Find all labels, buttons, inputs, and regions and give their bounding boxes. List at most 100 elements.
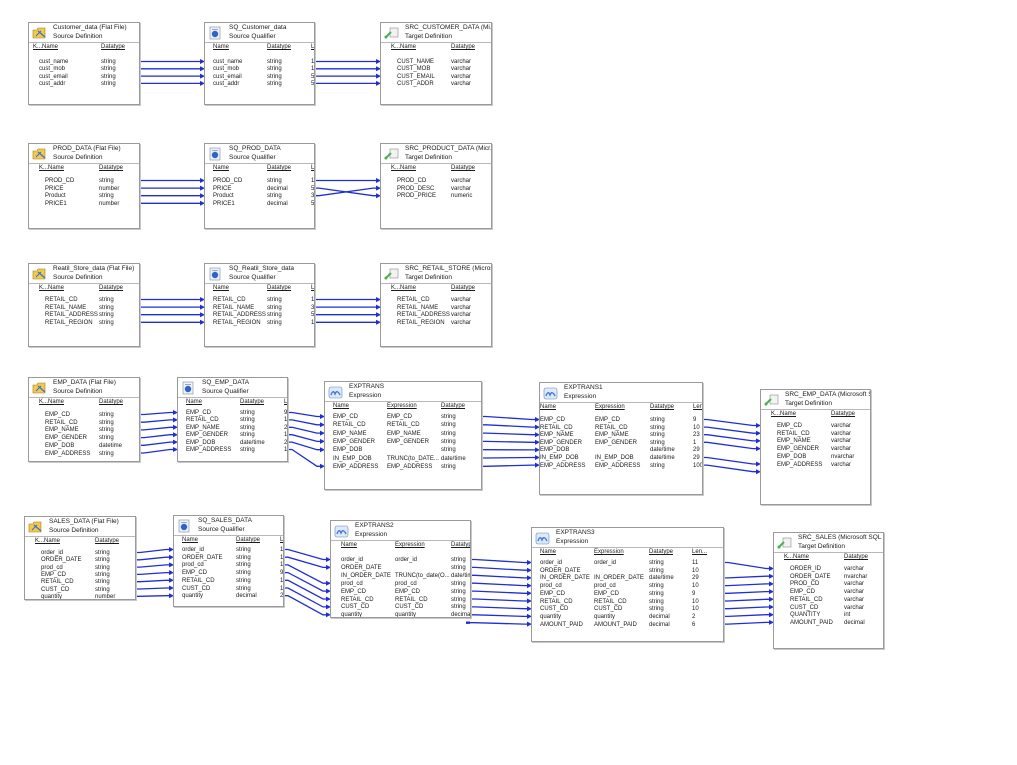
column-header[interactable]: Datatype [451,165,476,171]
port-link[interactable] [280,571,327,592]
column-header[interactable]: K...Name [391,285,417,291]
column-header[interactable]: Name [186,399,203,405]
port-link[interactable] [478,440,536,443]
port-link[interactable] [284,426,321,434]
port-link[interactable] [467,614,528,618]
column-header[interactable]: Expression [595,404,625,410]
port-link[interactable] [720,614,770,618]
column-header[interactable]: Expression [395,542,425,548]
port-link[interactable] [280,564,327,584]
column-header[interactable]: Datatype [101,44,126,50]
box-header[interactable]: SRC_PRODUCT_DATA (Micr...Target Definiti… [381,144,491,164]
column-header[interactable]: K...Name [784,554,810,560]
column-header[interactable]: Datatype [99,165,124,171]
target-definition-box[interactable]: SRC_PRODUCT_DATA (Micr...Target Definiti… [380,143,492,229]
box-header[interactable]: EMP_DATA (Flat File)Source Definition [29,378,139,398]
column-header[interactable]: Datatype [267,285,292,291]
column-header[interactable]: Datatype [99,399,124,405]
port-link[interactable] [699,434,757,442]
port-link[interactable] [699,426,757,434]
box-header[interactable]: SRC_SALES (Microsoft SQL ...Target Defin… [774,533,883,553]
column-header[interactable]: K...Name [391,165,417,171]
column-header[interactable]: Len... [692,549,708,555]
column-header[interactable]: Name [341,542,358,548]
port-link[interactable] [136,411,174,416]
box-header[interactable]: SRC_EMP_DATA (Microsoft S...Target Defin… [761,390,870,410]
column-header[interactable]: Datatype [99,285,124,291]
port-link[interactable] [478,456,536,459]
port-link[interactable] [720,621,770,625]
port-link[interactable] [132,579,170,583]
column-header[interactable]: Expression [594,549,624,555]
port-link[interactable] [284,441,321,451]
port-link[interactable] [467,582,528,587]
column-header[interactable]: K...Name [39,399,65,405]
port-link[interactable] [699,441,757,450]
port-link[interactable] [699,418,757,427]
box-header[interactable]: Reatil_Store_data (Flat File)Source Defi… [29,264,139,284]
column-header[interactable]: Name [540,404,557,410]
column-header[interactable]: Datatype [451,285,476,291]
column-header[interactable]: Name [213,285,230,291]
port-link[interactable] [720,590,770,594]
port-link[interactable] [720,575,770,579]
source-definition-box[interactable]: Customer_data (Flat File)Source Definiti… [28,22,140,105]
column-header[interactable]: Datatype [451,542,470,548]
port-link[interactable] [132,587,170,590]
port-link[interactable] [284,434,321,443]
port-link[interactable] [136,419,174,423]
port-link[interactable] [311,187,377,197]
port-link[interactable] [478,464,536,467]
port-link[interactable] [280,579,327,600]
port-link[interactable] [132,571,170,576]
port-link[interactable] [280,595,327,616]
port-link[interactable] [720,606,770,610]
port-link[interactable] [136,434,174,439]
port-link[interactable] [284,411,321,418]
port-link[interactable] [280,556,327,569]
column-header[interactable]: Name [213,44,230,50]
port-link[interactable] [467,566,528,571]
column-header[interactable]: L [311,285,315,291]
port-link[interactable] [136,448,174,454]
port-link[interactable] [280,587,327,608]
box-header[interactable]: SRC_RETAIL_STORE (Micros...Target Defini… [381,264,491,284]
column-header[interactable]: Datatype [236,537,261,543]
column-header[interactable]: Datatype [650,404,675,410]
port-link[interactable] [311,187,377,197]
column-header[interactable]: K...Name [35,538,61,544]
column-header[interactable]: Len [693,404,703,410]
port-link[interactable] [478,432,536,436]
port-link[interactable] [136,441,174,446]
source-definition-box[interactable]: Reatil_Store_data (Flat File)Source Defi… [28,263,140,347]
target-definition-box[interactable]: SRC_CUSTOMER_DATA (Mi...Target Definitio… [380,22,492,105]
port-link[interactable] [132,548,170,554]
port-link[interactable] [699,464,757,473]
box-header[interactable]: SALES_DATA (Flat File)Source Definition [25,517,135,537]
column-header[interactable]: K...Name [33,44,59,50]
port-link[interactable] [478,424,536,428]
column-header[interactable]: Datatype [831,411,856,417]
column-header[interactable]: Datatype [240,399,265,405]
target-definition-box[interactable]: SRC_EMP_DATA (Microsoft S...Target Defin… [760,389,871,505]
port-link[interactable] [720,583,770,587]
column-header[interactable]: Datatype [844,554,869,560]
column-header[interactable]: Name [182,537,199,543]
port-link[interactable] [467,558,528,564]
port-link[interactable] [132,564,170,568]
